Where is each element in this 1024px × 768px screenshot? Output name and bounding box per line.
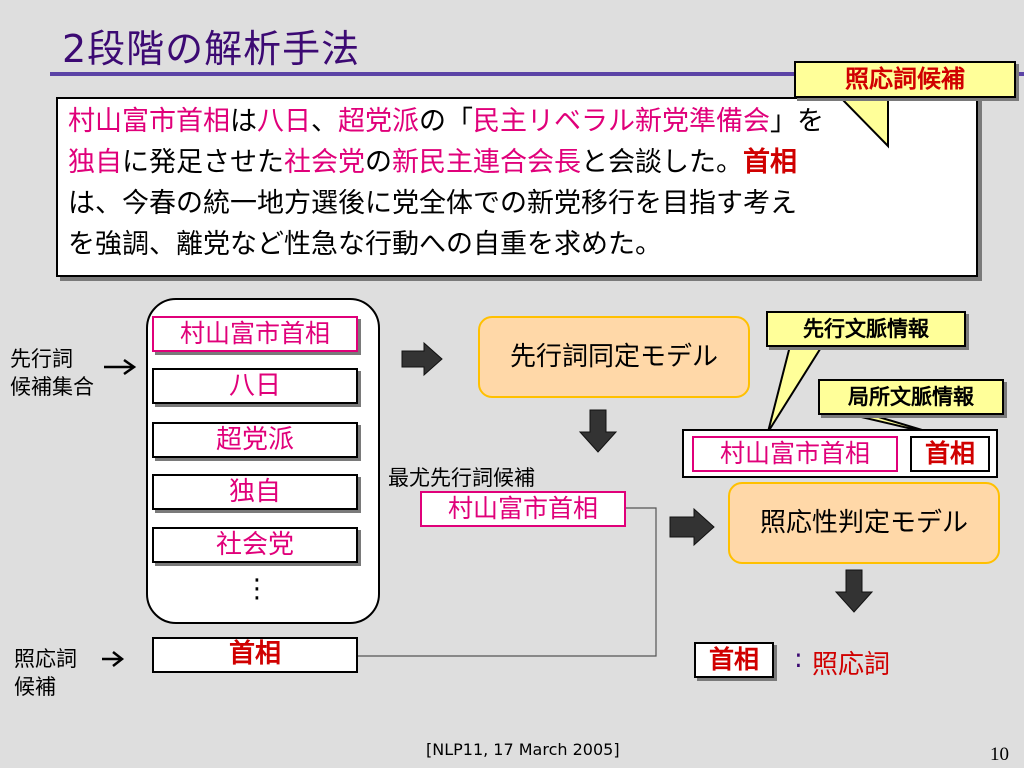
anaphor-label: 照応詞 候補 <box>14 647 77 699</box>
candidate-item: 村山富市首相 <box>152 316 358 352</box>
anaphor-candidate-box: 首相 <box>152 637 358 673</box>
arrow-down-1 <box>578 409 618 453</box>
highlighted-mention: 村山富市首相 <box>68 106 230 137</box>
best-candidate-label: 最尤先行詞候補 <box>388 466 535 490</box>
sentence-line-1: 村山富市首相は八日、超党派の「民主リベラル新党準備会」を <box>68 105 824 139</box>
sentence-text: の「 <box>419 106 473 137</box>
candidate-item: 社会党 <box>152 527 358 563</box>
candidate-item: 八日 <box>152 368 358 404</box>
highlighted-mention: 首相 <box>743 147 797 178</box>
pair-antecedent: 村山富市首相 <box>692 436 898 472</box>
highlighted-mention: 超党派 <box>338 106 419 137</box>
highlighted-mention: 民主リベラル新党準備会 <box>473 106 770 137</box>
sentence-text: は <box>230 106 257 137</box>
callout-pointer <box>837 96 889 149</box>
antecedent-set-label: 先行詞 候補集合 <box>10 347 94 399</box>
local-context-tag: 局所文脈情報 <box>818 379 1004 415</box>
slide-title: 2段階の解析手法 <box>62 27 361 71</box>
anaphoricity-determination-model: 照応性判定モデル <box>728 482 1000 564</box>
connector-line <box>358 507 657 657</box>
footer-citation: [NLP11, 17 March 2005] <box>426 740 620 759</box>
page-number: 10 <box>990 744 1009 765</box>
antecedent-candidate-set <box>146 298 380 624</box>
sentence-text: 、 <box>311 106 338 137</box>
antecedent-identification-model: 先行詞同定モデル <box>478 316 750 398</box>
result-colon: : <box>794 644 803 674</box>
sentence-line-2: 独自に発足させた社会党の新民主連合会長と会談した。首相 <box>68 146 797 180</box>
antecedent-context-tag: 先行文脈情報 <box>766 311 966 347</box>
sentence-text: に発足させた <box>122 147 284 178</box>
sentence-line-4: を強調、離党など性急な行動への自重を求めた。 <box>68 229 662 260</box>
result-anaphor-box: 首相 <box>694 642 774 678</box>
highlighted-mention: 八日 <box>257 106 311 137</box>
sentence-line-3: は、今春の統一地方選後に党全体での新党移行を目指す考え <box>68 188 797 219</box>
result-label: 照応詞 <box>812 650 891 680</box>
highlighted-mention: 社会党 <box>284 147 365 178</box>
ellipsis: ⋮ <box>244 574 270 604</box>
best-candidate-box: 村山富市首相 <box>420 491 626 527</box>
example-sentence-box: 村山富市首相は八日、超党派の「民主リベラル新党準備会」を 独自に発足させた社会党… <box>56 97 978 277</box>
sentence-text: と会談した。 <box>581 147 743 178</box>
pair-anaphor: 首相 <box>910 436 990 472</box>
anaphor-candidate-callout: 照応詞候補 <box>794 61 1016 98</box>
highlighted-mention: 新民主連合会長 <box>392 147 581 178</box>
title-underline <box>50 72 1024 76</box>
sentence-text: 」を <box>770 106 824 137</box>
highlighted-mention: 独自 <box>68 147 122 178</box>
candidate-item: 独自 <box>152 474 358 510</box>
arrow-right-2 <box>669 507 715 547</box>
antecedent-context-pointer <box>767 345 824 433</box>
candidate-item: 超党派 <box>152 422 358 458</box>
arrow-down-2 <box>834 569 874 613</box>
arrow-right-1 <box>401 341 443 377</box>
sentence-text: の <box>365 147 392 178</box>
